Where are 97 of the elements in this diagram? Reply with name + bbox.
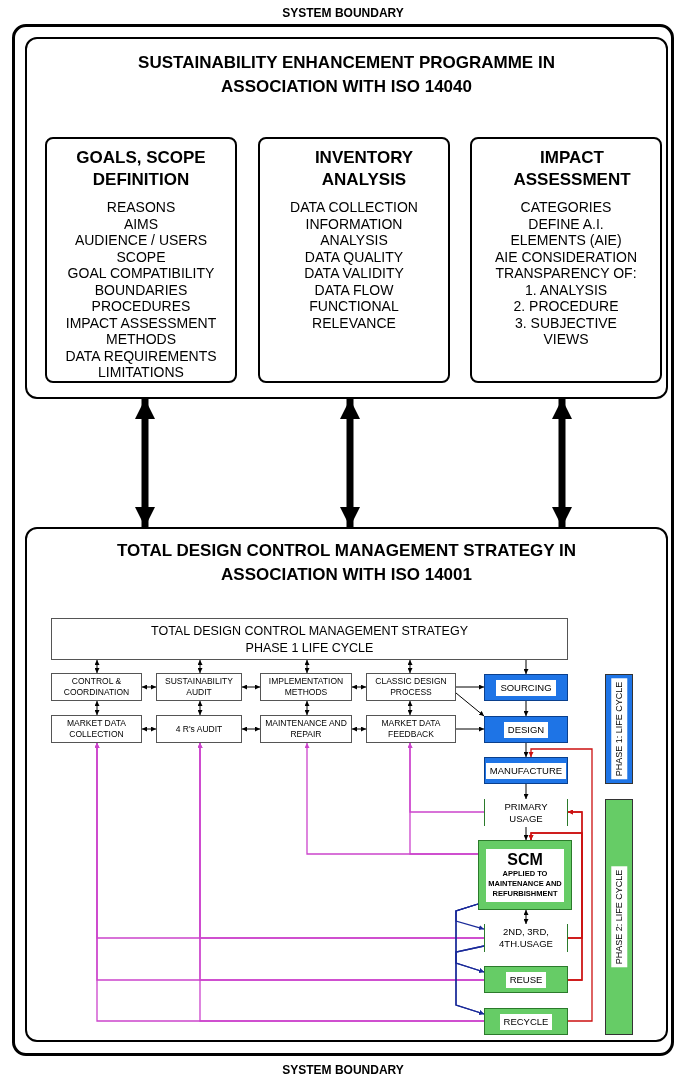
phase-bar	[605, 674, 633, 784]
stage-box	[484, 966, 568, 993]
double-arrow	[523, 909, 529, 925]
arrow	[523, 700, 529, 717]
list-item: PROCEDURES	[90, 298, 192, 315]
list-item: 2. PROCEDURE	[512, 298, 620, 315]
box-label: DESIGN	[503, 721, 549, 738]
box-label: TOTAL DESIGN CONTROL MANAGEMENT STRATEGY PHASE 1 LIFE CYCLE	[150, 623, 469, 657]
box-label: IMPLEMENTATION METHODS	[267, 676, 345, 698]
list-item: AUDIENCE / USERS	[73, 232, 209, 249]
phase-bar	[605, 799, 633, 1035]
box-heading: INVENTORY ANALYSIS	[313, 147, 415, 191]
double-arrow	[141, 726, 157, 732]
double-arrow	[304, 700, 310, 716]
list-item: LIMITATIONS	[97, 364, 185, 381]
list-item: BOUNDARIES	[93, 281, 189, 298]
stage-box	[484, 674, 568, 701]
arrow	[455, 684, 485, 690]
arrow	[523, 742, 529, 758]
process-box	[156, 715, 242, 743]
stage-box	[45, 137, 237, 383]
double-arrow	[351, 684, 367, 690]
process-box	[366, 673, 456, 701]
process-box	[51, 673, 142, 701]
process-box	[260, 673, 352, 701]
process-box	[156, 673, 242, 701]
double-arrow	[304, 659, 310, 674]
list-item: AIMS	[122, 215, 160, 232]
double-arrow	[407, 659, 413, 674]
stage-box	[258, 137, 450, 383]
strategy-panel	[25, 527, 668, 1042]
process-box	[366, 715, 456, 743]
double-arrow	[197, 700, 203, 716]
double-arrow	[407, 700, 413, 716]
boundary-label: SYSTEM BOUNDARY	[281, 6, 405, 20]
arrow	[528, 748, 593, 1022]
box-heading: SCM	[486, 848, 564, 869]
box-label: SUSTAINABILITY AUDIT	[164, 676, 234, 698]
list-item: INFORMATION ANALYSIS	[304, 215, 404, 249]
box-label: CONTROL & COORDINATION	[62, 676, 131, 698]
bar-label: PHASE 2: LIFE CYCLE	[611, 866, 627, 968]
arrow	[523, 783, 529, 800]
stage-box	[484, 716, 568, 743]
stage-box	[484, 757, 568, 784]
list-item: DATA FLOW	[313, 281, 395, 298]
stage-box	[484, 1008, 568, 1035]
double-arrow	[94, 700, 100, 716]
list-item: DATA QUALITY	[303, 248, 405, 265]
list-item: DATA COLLECTION	[289, 199, 419, 216]
box-label: PRIMARY USAGE	[485, 798, 567, 827]
box-label: MAINTENANCE AND REPAIR	[264, 718, 348, 740]
double-arrow	[241, 684, 261, 690]
list-item: AIE CONSIDERATION	[493, 248, 639, 265]
list-item: IMPACT ASSESSMENT METHODS	[64, 314, 218, 348]
list-item: 1. ANALYSIS	[523, 281, 609, 298]
header-box	[51, 618, 568, 660]
process-box	[51, 715, 142, 743]
double-arrow	[351, 726, 367, 732]
list-item: DATA VALIDITY	[303, 265, 405, 282]
box-label: 2ND, 3RD, 4TH.USAGE	[485, 924, 567, 952]
box-label: 4 R's AUDIT	[174, 723, 224, 735]
list-item: GOAL COMPATIBILITY	[66, 265, 216, 282]
arrow	[528, 832, 583, 981]
box-heading: GOALS, SCOPE DEFINITION	[75, 147, 207, 191]
arrow	[304, 742, 479, 855]
panel-title: TOTAL DESIGN CONTROL MANAGEMENT STRATEGY IN ASSOCIATION WITH ISO 14001	[116, 540, 577, 586]
list-item: 3. SUBJECTIVE VIEWS	[514, 314, 618, 348]
list-item: FUNCTIONAL RELEVANCE	[308, 298, 400, 331]
box-label: MARKET DATA FEEDBACK	[380, 718, 442, 740]
list-item: SCOPE	[115, 248, 167, 265]
arrow	[523, 659, 529, 675]
double-arrow	[241, 726, 261, 732]
arrow	[455, 692, 485, 717]
double-arrow	[141, 684, 157, 690]
arrow	[455, 726, 485, 732]
bar-label: PHASE 1: LIFE CYCLE	[611, 678, 627, 780]
scm-box	[478, 840, 572, 910]
boundary-label: SYSTEM BOUNDARY	[281, 1063, 405, 1077]
panel-title: SUSTAINABILITY ENHANCEMENT PROGRAMME IN ASSOCIATION WITH ISO 14040	[137, 52, 556, 98]
box-label: CLASSIC DESIGN PROCESS	[374, 676, 448, 698]
box-label: SOURCING	[496, 679, 556, 696]
double-arrow	[94, 659, 100, 674]
list-item: CATEGORIES	[519, 199, 613, 216]
stage-box	[470, 137, 662, 383]
box-label: RECYCLE	[499, 1013, 553, 1030]
list-item: TRANSPARENCY OF:	[494, 265, 638, 282]
list-item: DEFINE A.I. ELEMENTS (AIE)	[509, 215, 623, 249]
arrow	[455, 945, 485, 1015]
programme-panel	[25, 37, 668, 399]
arrow	[523, 825, 529, 841]
box-label: REUSE	[505, 971, 547, 988]
box-heading: IMPACT ASSESSMENT	[512, 147, 632, 191]
list-item: REASONS	[105, 199, 177, 216]
list-item: DATA REQUIREMENTS	[64, 347, 218, 364]
double-arrow	[197, 659, 203, 674]
box-label: MANUFACTURE	[485, 762, 567, 779]
box-label: MARKET DATA COLLECTION	[65, 718, 127, 740]
